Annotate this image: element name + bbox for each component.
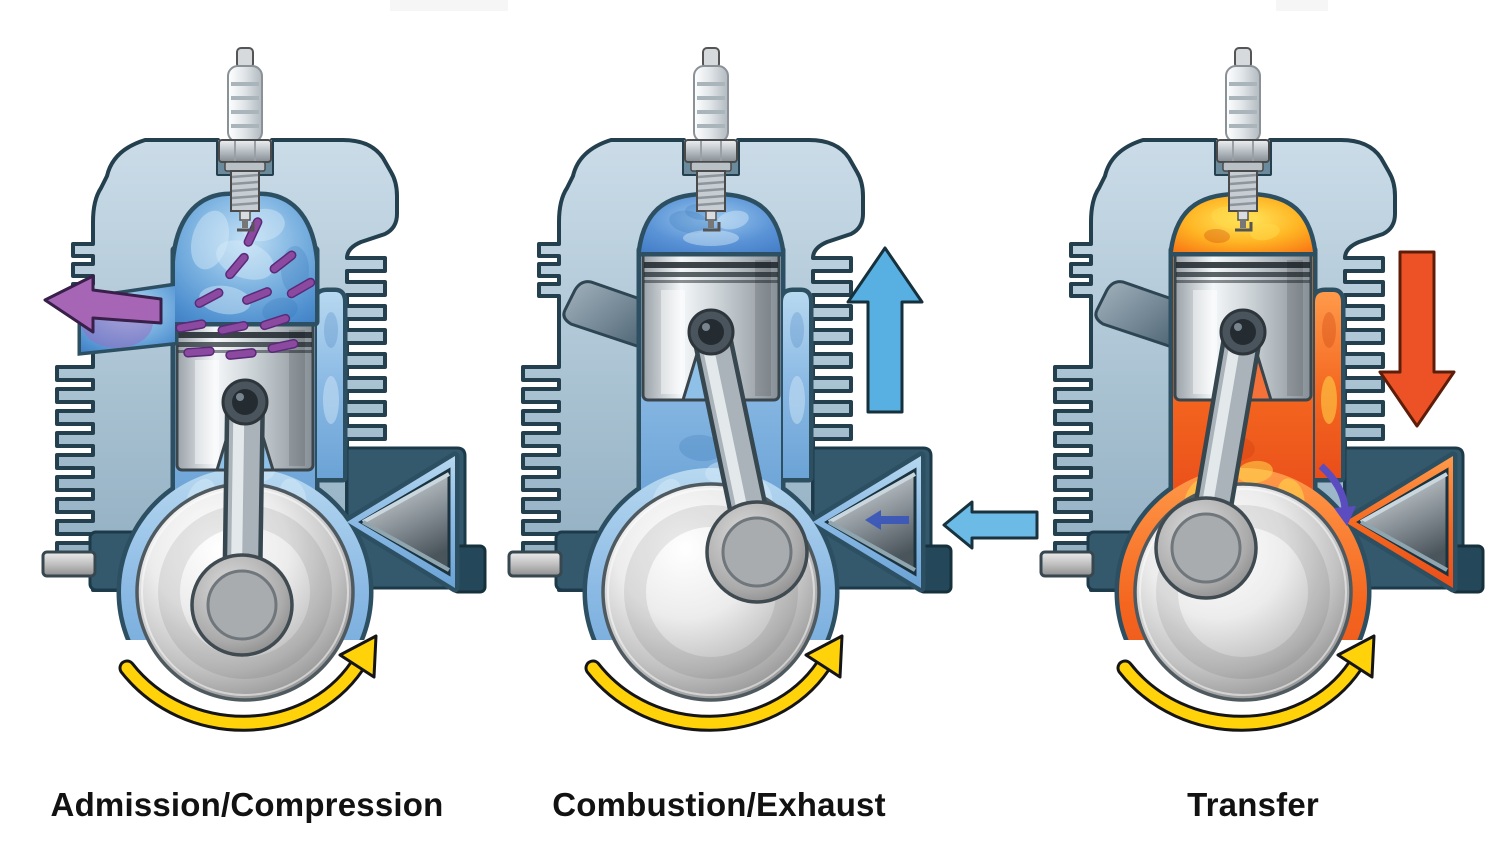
gas-swirl (1321, 376, 1337, 424)
gas-swirl (683, 230, 739, 246)
crankshaft-stub (507, 550, 563, 578)
crank-rotation-arrow (1116, 634, 1376, 732)
gas-swirl (323, 376, 339, 424)
stage-label-combustion-exhaust: Combustion/Exhaust (552, 786, 886, 823)
rod-big-end (190, 553, 294, 657)
gas-swirl (1250, 223, 1280, 241)
piston-ring (644, 272, 778, 277)
top-crop-artifact (1276, 0, 1328, 11)
wrist-pin (221, 378, 269, 426)
engine-stage-combustion-exhaust (507, 47, 1039, 745)
piston-ring (1176, 262, 1310, 268)
gas-swirl (190, 210, 230, 270)
gas-swirl (1322, 312, 1336, 348)
mixture-swirl-dashes (175, 217, 316, 360)
crankcase-suction-arrow (865, 510, 909, 530)
flow-arrows (846, 246, 1039, 550)
crank-rotation-arrow (584, 634, 844, 732)
piston-ring (178, 332, 312, 338)
crank-rotation-arrow (118, 634, 378, 732)
crankshaft-stub (1039, 550, 1095, 578)
piston-ring (644, 280, 778, 283)
stage-label-admission-compression: Admission/Compression (50, 786, 444, 823)
wrist-pin (1219, 308, 1267, 356)
stage-label-transfer: Transfer (1187, 786, 1319, 823)
spark-plug (218, 47, 272, 232)
piston-ring (1176, 272, 1310, 277)
gas-swirl (717, 210, 749, 230)
wrist-pin (687, 308, 735, 356)
exhaust-out-arrow (43, 274, 163, 334)
piston-ring (178, 342, 312, 347)
piston-ring (1176, 280, 1310, 283)
engine-stage-admission-compression (41, 47, 487, 745)
spark-plug (1216, 47, 1270, 232)
combustion-chamber-gas (77, 191, 320, 360)
top-crop-artifact (390, 0, 508, 11)
gas-swirl (1204, 228, 1230, 244)
piston-up-arrow (846, 246, 924, 414)
exhaust-port-closed (562, 280, 645, 351)
engine-stage-transfer (1039, 47, 1485, 745)
gas-swirl (679, 434, 723, 462)
gas-swirl (324, 312, 338, 348)
gas-swirl (789, 376, 805, 424)
reed-valve (358, 467, 451, 577)
piston-down-arrow (1378, 250, 1456, 428)
flow-arrows (1318, 250, 1456, 526)
flow-arrows (43, 274, 163, 334)
gas-swirl (1237, 460, 1273, 484)
piston-ring (644, 262, 778, 268)
intake-in-arrow (942, 500, 1039, 550)
reed-valve (1356, 467, 1449, 577)
two-stroke-engine-svg (41, 47, 1485, 745)
crankshaft-stub (41, 550, 97, 578)
exhaust-port-closed (1094, 280, 1177, 351)
reed-valve-flow-arrowhead (1334, 506, 1356, 526)
engine-cycle-diagram (41, 47, 1485, 745)
spark-plug (684, 47, 738, 232)
gas-swirl (790, 312, 804, 348)
gas-swirl (669, 210, 709, 234)
rod-big-end (705, 500, 809, 604)
reed-valve-flow-arrow (1318, 463, 1349, 509)
rod-big-end (1154, 496, 1258, 600)
